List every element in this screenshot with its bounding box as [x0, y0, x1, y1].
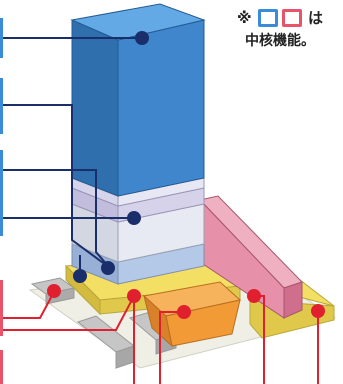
legend-text-after: は — [307, 10, 323, 27]
blue-leader-lines — [0, 37, 140, 276]
legend-note: ※ は 中核機能。 — [225, 8, 335, 50]
left-low-block-front — [45, 287, 75, 305]
red-markers — [47, 284, 325, 319]
left-edge-blue-tab-1 — [0, 18, 3, 58]
left-edge-blue-tab-2 — [0, 78, 3, 134]
pink-block-end — [283, 281, 303, 319]
left-edge-red-tab-1 — [0, 280, 3, 336]
leader-line-3 — [0, 169, 109, 267]
legend-blue-swatch — [257, 9, 278, 27]
blue-marker-tower — [135, 31, 149, 45]
leader-line-2 — [0, 104, 111, 269]
red-leader-2 — [0, 295, 135, 331]
red-marker-orange — [177, 305, 191, 319]
tower-top-face — [70, 3, 206, 41]
blue-marker-mid — [127, 211, 141, 225]
tower-front-face — [117, 19, 205, 197]
orange-block-left — [143, 294, 173, 348]
legend-mark: ※ — [237, 10, 252, 27]
left-edge-red-tab-2 — [0, 350, 3, 384]
red-marker-left-block — [47, 284, 61, 298]
blue-markers — [73, 31, 149, 283]
red-leader-1 — [0, 291, 55, 319]
legend-red-swatch — [281, 9, 302, 27]
red-leader-lines — [0, 291, 319, 384]
red-marker-yellow-base — [127, 289, 141, 303]
blue-marker-low-right — [101, 261, 115, 275]
red-marker-pink — [247, 289, 261, 303]
blue-marker-low-left — [73, 269, 87, 283]
legend-line-2: 中核機能。 — [245, 32, 315, 48]
red-leader-4 — [159, 311, 184, 384]
left-edge-blue-tab-3 — [0, 150, 3, 236]
red-marker-right-platform — [311, 304, 325, 318]
legend-line-1: ※ は — [225, 8, 335, 30]
